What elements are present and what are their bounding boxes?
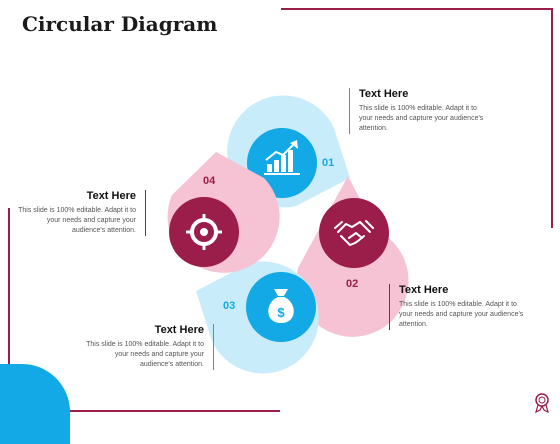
number-03: 03 xyxy=(223,300,235,312)
callout-04: Text Here This slide is 100% editable. A… xyxy=(16,190,146,236)
target-icon xyxy=(186,214,222,250)
petal-04 xyxy=(167,152,280,273)
circular-diagram: $ 01 02 03 04 xyxy=(167,95,409,374)
handshake-icon xyxy=(334,220,374,246)
petal-03: $ xyxy=(196,261,319,374)
callout-03-heading: Text Here xyxy=(154,324,204,336)
callout-01-body: This slide is 100% editable. Adapt it to… xyxy=(359,105,484,132)
callout-02-body: This slide is 100% editable. Adapt it to… xyxy=(399,301,524,328)
number-04: 04 xyxy=(203,175,216,187)
callout-01: Text Here This slide is 100% editable. A… xyxy=(349,88,489,134)
award-ribbon-icon xyxy=(535,393,549,413)
callout-04-body: This slide is 100% editable. Adapt it to… xyxy=(18,207,136,234)
money-bag-icon: $ xyxy=(268,289,294,323)
page-title: Circular Diagram xyxy=(22,12,218,36)
number-01: 01 xyxy=(322,157,334,169)
decorative-frame-bottom-left xyxy=(8,208,280,412)
callout-03: Text Here This slide is 100% editable. A… xyxy=(80,324,214,370)
number-02: 02 xyxy=(346,278,358,290)
callout-02-heading: Text Here xyxy=(399,284,449,296)
decorative-frame-top-right xyxy=(281,8,553,228)
callout-04-heading: Text Here xyxy=(86,190,136,202)
svg-text:$: $ xyxy=(277,305,285,320)
callout-03-body: This slide is 100% editable. Adapt it to… xyxy=(86,341,204,368)
petal-02 xyxy=(296,176,409,337)
callout-02: Text Here This slide is 100% editable. A… xyxy=(389,284,527,330)
callout-01-heading: Text Here xyxy=(359,88,409,100)
circle-02 xyxy=(319,198,389,268)
growth-chart-icon xyxy=(264,140,300,175)
